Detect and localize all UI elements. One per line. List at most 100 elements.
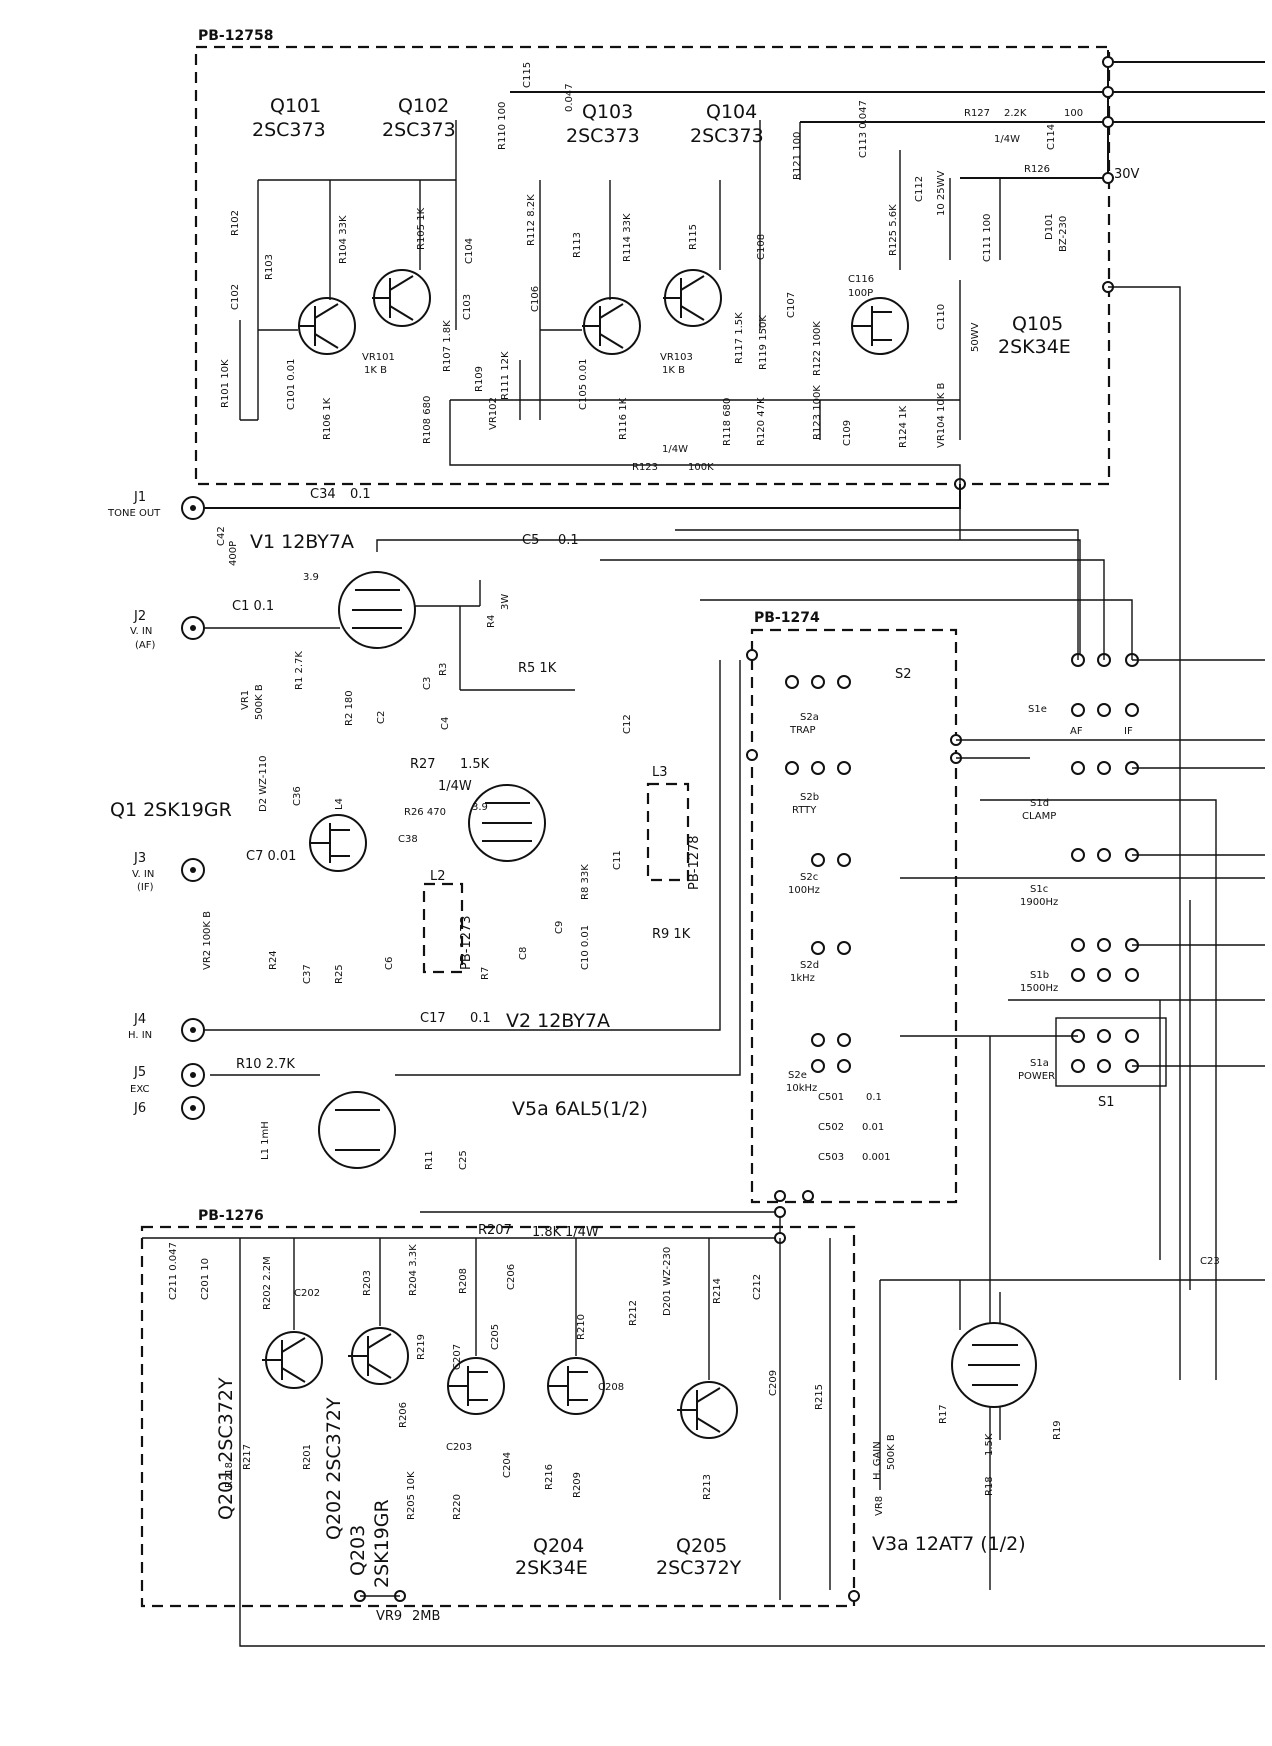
s2-label: S2 — [895, 667, 912, 682]
r109-label: R109 — [474, 366, 485, 392]
r213-label: R213 — [702, 1474, 713, 1500]
c25-label: C25 — [458, 1150, 469, 1170]
l2-label: L2 — [430, 869, 446, 884]
c34-value: 0.1 — [350, 487, 371, 502]
r119-label: R119 150K — [758, 315, 769, 370]
c204-label: C204 — [502, 1452, 513, 1478]
j1-name: TONE OUT — [107, 508, 161, 519]
r1-label: R1 2.7K — [294, 651, 305, 690]
j3-jack-center — [190, 867, 196, 873]
s1-switch-contacts[interactable] — [1071, 653, 1139, 1073]
r11-label: R11 — [424, 1150, 435, 1170]
r206-label: R206 — [398, 1402, 409, 1428]
pb1273-label: PB-1273 — [459, 915, 474, 970]
r27-value: 1.5K — [460, 757, 490, 772]
r126-label: R126 — [1024, 164, 1050, 175]
s2a-name: TRAP — [789, 725, 816, 736]
c208-label: C208 — [598, 1382, 624, 1393]
r220-label: R220 — [452, 1494, 463, 1520]
c34-label: C34 — [310, 487, 336, 502]
r210-label: R210 — [576, 1314, 587, 1340]
c23-label: C23 — [1200, 1256, 1220, 1267]
j4-jack-center — [190, 1027, 196, 1033]
c206-label: C206 — [506, 1264, 517, 1290]
r202-label: R202 2.2M — [262, 1256, 273, 1310]
c503-value: 0.001 — [862, 1152, 891, 1163]
pb1278-label: PB-1278 — [687, 835, 702, 890]
r7-label: R7 — [480, 967, 491, 980]
q204-type: 2SK34E — [515, 1557, 588, 1579]
top-wiring — [239, 120, 1181, 1380]
terminal-2 — [1102, 86, 1114, 98]
r110-label: R110 100 — [497, 102, 508, 150]
q104-type: 2SC373 — [690, 125, 764, 147]
r18-value: 1.5K — [984, 1433, 995, 1456]
q204-label: Q204 — [533, 1535, 584, 1557]
j5-jack-center — [190, 1072, 196, 1078]
r112-label: R112 8.2K — [526, 194, 537, 246]
s1d-label: S1d — [1030, 798, 1049, 809]
r203-label: R203 — [362, 1270, 373, 1296]
c203-label: C203 — [446, 1442, 472, 1453]
r123a-label: R123 100K — [812, 385, 823, 440]
c11-label: C11 — [612, 850, 623, 870]
s1e-af: AF — [1070, 726, 1083, 737]
r103-label: R103 — [264, 254, 275, 280]
c114-label: C114 — [1046, 124, 1057, 150]
s1b-name: 1500Hz — [1020, 983, 1058, 994]
l3-label: L3 — [652, 765, 668, 780]
vr104-label: VR104 10K B — [936, 382, 947, 448]
r2-label: R2 180 — [344, 690, 355, 726]
vr9-label: VR9 — [376, 1609, 402, 1624]
l3-coil-box — [646, 782, 690, 882]
q202-symbol — [348, 1327, 409, 1385]
r9-label: R9 1K — [652, 927, 691, 942]
j6-label: J6 — [133, 1101, 146, 1116]
j5-label: J5 — [133, 1065, 146, 1080]
j4-wire — [204, 660, 721, 1031]
c116-value: 100P — [848, 288, 873, 299]
r123b-label: R123 — [632, 462, 658, 473]
r201-label: R201 — [302, 1444, 313, 1470]
c17-label: C17 — [420, 1011, 446, 1026]
q104-label: Q104 — [706, 101, 757, 123]
q1-label: Q1 2SK19GR — [110, 799, 232, 821]
r127-watt: 1/4W — [994, 134, 1020, 145]
r101-label: R101 10K — [220, 359, 231, 408]
r17-label: R17 — [938, 1404, 949, 1424]
v1-grid-value: 3.9 — [303, 572, 319, 583]
c8-label: C8 — [518, 947, 529, 960]
c10-label: C10 0.01 — [580, 925, 591, 970]
c209-label: C209 — [768, 1370, 779, 1396]
r122-label: R122 100K — [812, 321, 823, 376]
r26-label: R26 470 — [404, 807, 446, 818]
s1-label: S1 — [1098, 1095, 1115, 1110]
c9-label: C9 — [554, 921, 565, 934]
v5a-elements — [335, 1109, 380, 1151]
vr103-label: VR103 — [660, 352, 693, 363]
c113-label: C113 0.047 — [858, 100, 869, 158]
q102-type: 2SC373 — [382, 119, 456, 141]
bottom-terminal-3 — [848, 1590, 860, 1602]
board-pb12758-label: PB-12758 — [198, 28, 273, 44]
c6-label: C6 — [384, 957, 395, 970]
c42-value: 400P — [228, 541, 239, 566]
c112-label: C112 — [914, 176, 925, 202]
c502-value: 0.01 — [862, 1122, 884, 1133]
c202-label: C202 — [294, 1288, 320, 1299]
vr1-value: 500K B — [254, 684, 265, 720]
r208-label: R208 — [458, 1268, 469, 1294]
c101-label: C101 0.01 — [286, 358, 297, 410]
vr9-value: 2MB — [412, 1609, 440, 1624]
q202-label: Q202 2SC372Y — [323, 1397, 345, 1540]
r127-label: R127 — [964, 108, 990, 119]
q205-type: 2SC372Y — [656, 1557, 742, 1579]
q105-label: Q105 — [1012, 313, 1063, 335]
d101-value: BZ-230 — [1058, 216, 1069, 252]
v2-label: V2 12BY7A — [506, 1010, 610, 1032]
r114-label: R114 33K — [622, 213, 633, 262]
r5-label: R5 1K — [518, 661, 557, 676]
s1a-label: S1a — [1030, 1058, 1049, 1069]
s2-switch-contacts[interactable] — [746, 649, 962, 1202]
s2b-label: S2b — [800, 792, 819, 803]
